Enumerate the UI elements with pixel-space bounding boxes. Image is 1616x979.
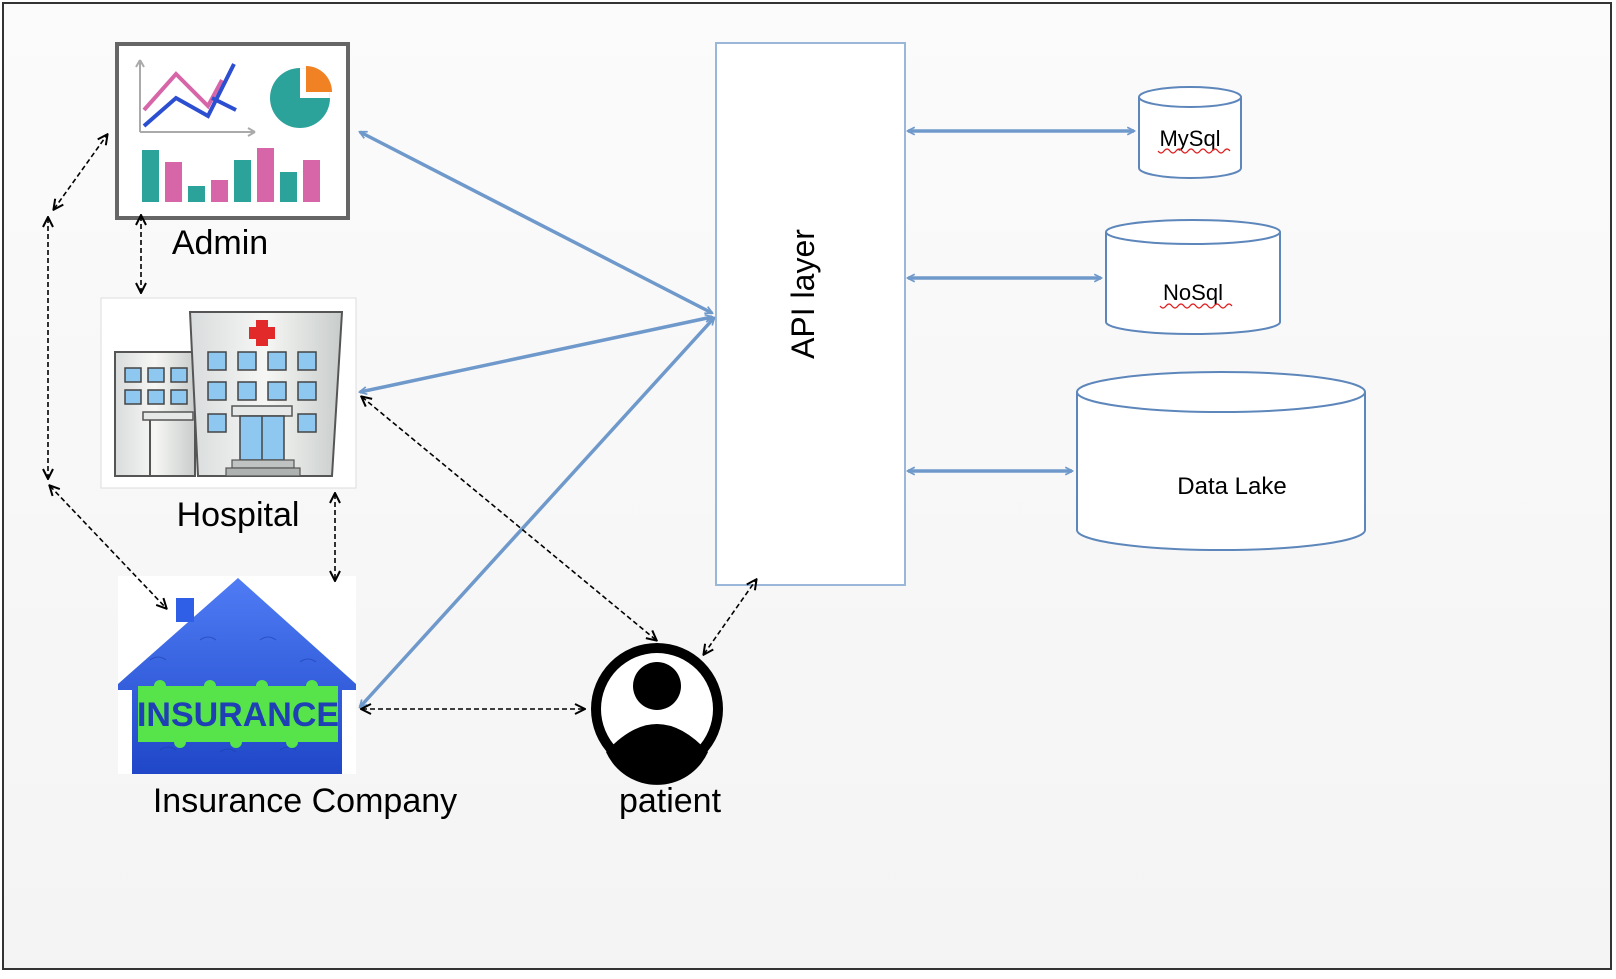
nosql-database [1105,219,1281,335]
hospital-label: Hospital [177,496,300,534]
mysql-label: MySql [1159,126,1220,151]
insurance-badge-text: INSURANCE [137,696,339,734]
patient-label: patient [619,782,722,820]
insurance-company-label: Insurance Company [153,782,457,820]
insurance-house-icon: INSURANCE [118,576,356,774]
left-insurance-dashed-arrow [50,486,166,608]
spellcheck-underline [1157,148,1231,154]
data-lake-database [1076,371,1366,551]
admin-label: Admin [172,224,268,262]
hospital-building-icon [100,297,357,489]
nosql-label: NoSql [1163,280,1223,305]
dashboard-chart-icon [115,42,350,220]
left-admin-dashed-arrow [54,135,107,209]
admin-api-arrow [360,130,712,315]
spellcheck-underline [1159,303,1233,309]
api-layer-label: API layer [785,229,821,359]
data-lake-label: Data Lake [1177,473,1286,500]
peer-connections [48,135,756,709]
api-layer-box [715,42,906,586]
mysql-database [1138,86,1242,179]
patient-api-dashed-arrow [704,580,756,654]
